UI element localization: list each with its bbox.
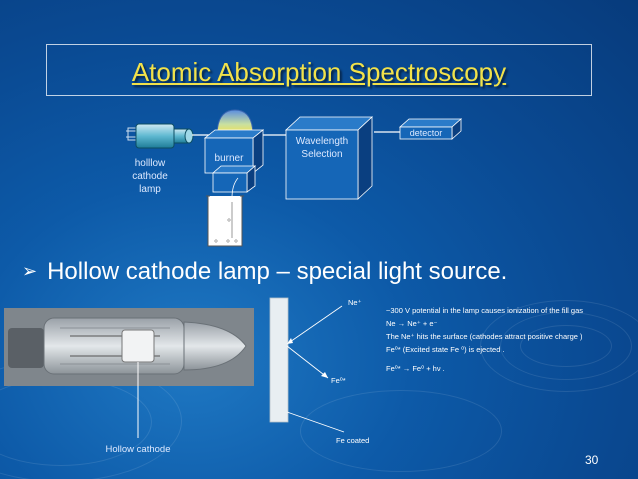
bullet-arrow-icon: ➢ <box>22 261 38 281</box>
cathode-plate <box>269 297 289 423</box>
ripple-decoration <box>520 325 612 367</box>
lamp-label-line: cathode <box>132 171 168 182</box>
detector-box <box>398 118 463 140</box>
photo-caption: Hollow cathode <box>105 444 171 455</box>
bullet-text: Hollow cathode lamp – special light sour… <box>47 258 508 285</box>
title-frame: Atomic Absorption Spectroscopy <box>46 44 592 96</box>
bullet-point: ➢ Hollow cathode lamp – special light sou… <box>22 258 507 286</box>
mechanism-note: Fe⁰* (Excited state Fe ⁰) is ejected . <box>386 345 505 354</box>
wavelength-label-line: Wavelength <box>295 136 349 147</box>
ne-ion-label: Ne⁺ <box>348 298 362 307</box>
lamp-icon <box>126 123 194 149</box>
fe-excited-label: Fe⁰* <box>331 376 346 385</box>
lamp-label-line: lamp <box>139 184 161 195</box>
burner-label: burner <box>214 153 244 164</box>
lamp-label-line: holllow <box>134 158 166 169</box>
burner-box <box>203 129 265 199</box>
wavelength-selection-box <box>284 116 374 200</box>
flame-icon <box>216 109 254 137</box>
wavelength-label: Wavelength Selection <box>286 135 358 161</box>
ripple-decoration <box>300 390 502 472</box>
slide-title: Atomic Absorption Spectroscopy <box>131 57 507 87</box>
page-number: 30 <box>585 453 599 467</box>
mechanism-note: Ne → Ne⁺ + e⁻ <box>386 319 438 328</box>
wavelength-label-line: Selection <box>301 149 343 160</box>
lamp-photo <box>4 308 254 438</box>
lamp-label: holllow cathode lamp <box>120 157 180 196</box>
fe-coated-label: Fe coated <box>336 436 370 445</box>
beaker-icon <box>206 195 244 247</box>
mechanism-note: The Ne⁺ hits the surface (cathodes attra… <box>386 332 583 341</box>
ripple-decoration <box>480 300 638 392</box>
ripple-decoration <box>500 312 632 380</box>
ion-paths <box>286 305 345 433</box>
mechanism-note: Fe⁰* → Fe⁰ + hν . <box>386 364 445 373</box>
detector-label: detector <box>409 128 443 138</box>
mechanism-note: ~300 V potential in the lamp causes ioni… <box>386 306 583 315</box>
